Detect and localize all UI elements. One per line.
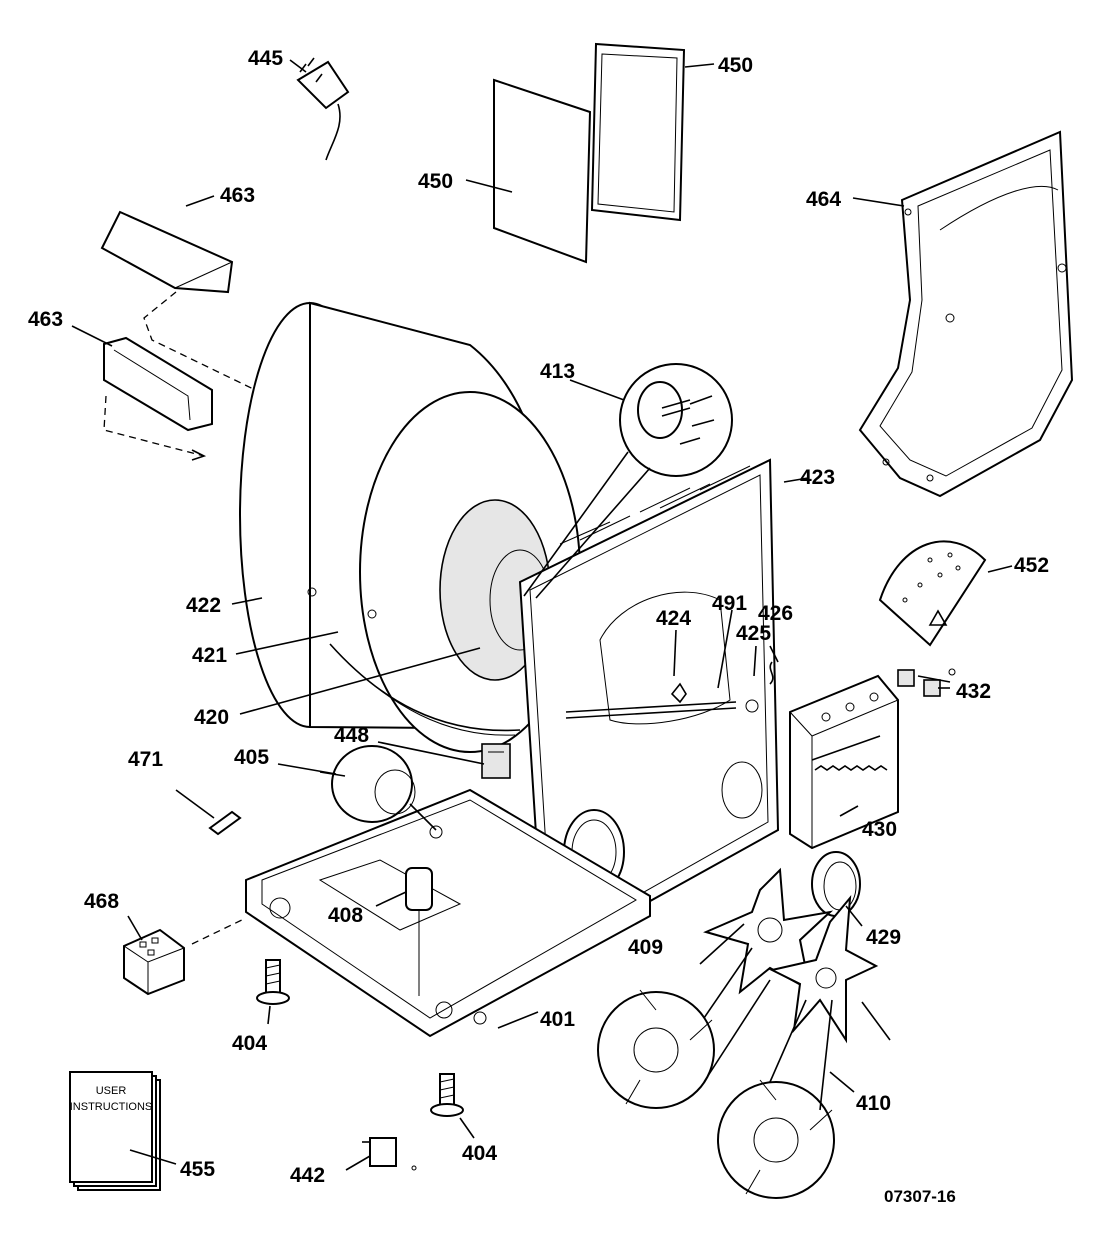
callout-413: 413 bbox=[540, 360, 575, 383]
callout-422: 422 bbox=[186, 594, 221, 617]
diagram-code: 07307-16 bbox=[884, 1187, 956, 1206]
callout-labels: 445 450 450 464 463 463 413 423 452 422 … bbox=[28, 47, 1049, 1206]
callout-429: 429 bbox=[866, 926, 901, 949]
rear-bulkhead bbox=[518, 458, 780, 962]
callout-405: 405 bbox=[234, 746, 269, 769]
callout-452: 452 bbox=[1014, 554, 1049, 577]
callout-423: 423 bbox=[800, 466, 835, 489]
callout-420: 420 bbox=[194, 706, 229, 729]
callout-491: 491 bbox=[712, 592, 747, 615]
callout-442: 442 bbox=[290, 1164, 325, 1187]
callout-426: 426 bbox=[758, 602, 793, 625]
callout-421: 421 bbox=[192, 644, 227, 667]
callout-424: 424 bbox=[656, 607, 691, 630]
power-cord-plug bbox=[296, 57, 350, 161]
callout-448: 448 bbox=[334, 724, 369, 747]
callout-404-left: 404 bbox=[232, 1032, 267, 1055]
blower-wheel-410 bbox=[717, 894, 891, 1199]
callout-468: 468 bbox=[84, 890, 119, 913]
duct-ring bbox=[811, 851, 861, 917]
callout-455: 455 bbox=[180, 1158, 215, 1181]
callout-464: 464 bbox=[806, 188, 841, 211]
capacitor bbox=[405, 867, 433, 996]
drum-shaft-detail bbox=[523, 363, 733, 599]
blower-bracket bbox=[481, 743, 511, 779]
belt-pad bbox=[208, 810, 242, 836]
blower-wheel-409 bbox=[597, 867, 834, 1109]
leader-lines bbox=[71, 59, 1013, 1171]
callout-432: 432 bbox=[956, 680, 991, 703]
callout-463-left: 463 bbox=[28, 308, 63, 331]
callout-463-top: 463 bbox=[220, 184, 255, 207]
callout-471: 471 bbox=[128, 748, 163, 771]
callout-408: 408 bbox=[328, 904, 363, 927]
user-manual: USER INSTRUCTIONS bbox=[69, 1071, 161, 1191]
callout-410: 410 bbox=[856, 1092, 891, 1115]
callout-409: 409 bbox=[628, 936, 663, 959]
callout-430: 430 bbox=[862, 818, 897, 841]
thermostats bbox=[897, 668, 956, 697]
callout-450-left: 450 bbox=[418, 170, 453, 193]
callout-445: 445 bbox=[248, 47, 283, 70]
callout-404-right: 404 bbox=[462, 1142, 497, 1165]
callout-450-right: 450 bbox=[718, 54, 753, 77]
base-frame bbox=[245, 788, 651, 1038]
duct-cover bbox=[858, 130, 1074, 498]
access-panels bbox=[493, 42, 686, 264]
callout-425: 425 bbox=[736, 622, 771, 645]
manual-title-line1: USER bbox=[96, 1085, 127, 1097]
manual-title-line2: INSTRUCTIONS bbox=[70, 1101, 153, 1113]
leveling-leg-left bbox=[256, 959, 290, 1005]
leveling-leg-right bbox=[430, 1073, 464, 1117]
door-switch bbox=[362, 1137, 417, 1171]
timer-block bbox=[123, 917, 247, 996]
vent-hood-and-adapter bbox=[100, 210, 274, 461]
heater-housing bbox=[789, 674, 899, 850]
heater-shield bbox=[878, 540, 987, 647]
callout-401: 401 bbox=[540, 1008, 575, 1031]
